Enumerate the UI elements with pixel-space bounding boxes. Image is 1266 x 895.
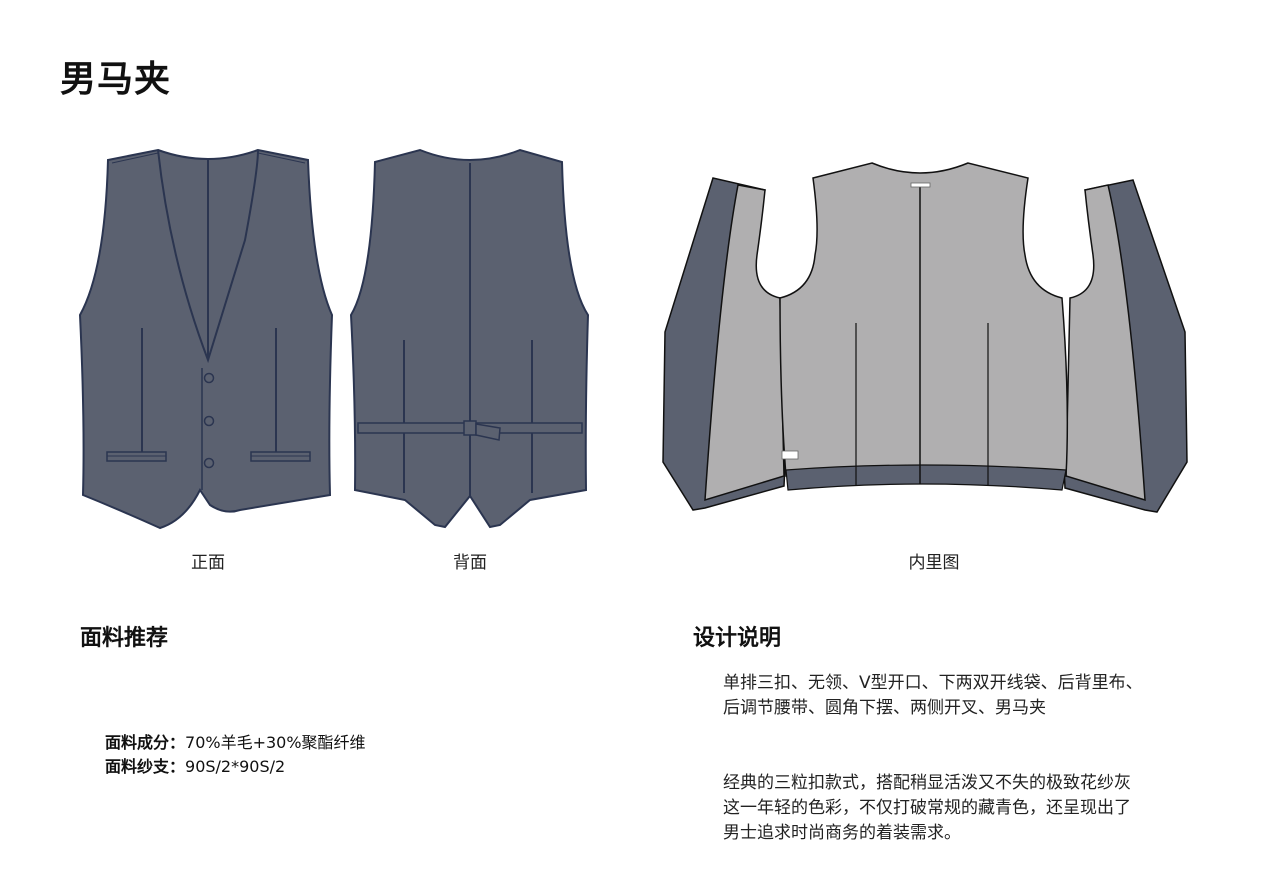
fabric-yarn-key: 面料纱支： [105,757,186,776]
design-description-paragraph: 经典的三粒扣款式，搭配稍显活泼又不失的极致花纱灰这一年轻的色彩，不仅打破常规的藏… [723,773,1131,843]
view-label-front: 正面 [191,553,225,573]
fabric-heading: 面料推荐 [80,626,169,651]
fabric-yarn-row: 面料纱支：90S/2*90S/2 [105,755,366,779]
page-title: 男马夹 [60,59,172,100]
fabric-composition-key: 面料成分： [105,733,186,752]
fabric-composition-value: 70%羊毛+30%聚酯纤维 [185,733,366,752]
vest-front-illustration [78,148,334,530]
view-label-back: 背面 [453,553,487,573]
design-heading: 设计说明 [693,626,782,651]
fabric-composition-row: 面料成分：70%羊毛+30%聚酯纤维 [105,731,366,755]
view-label-lining: 内里图 [908,553,960,573]
fabric-specs: 面料成分：70%羊毛+30%聚酯纤维 面料纱支：90S/2*90S/2 [105,731,366,779]
vest-lining-illustration [662,162,1188,513]
design-features-paragraph: 单排三扣、无领、V型开口、下两双开线袋、后背里布、后调节腰带、圆角下摆、两侧开叉… [723,673,1143,718]
vest-back-illustration [349,148,590,529]
fabric-yarn-value: 90S/2*90S/2 [185,757,286,776]
